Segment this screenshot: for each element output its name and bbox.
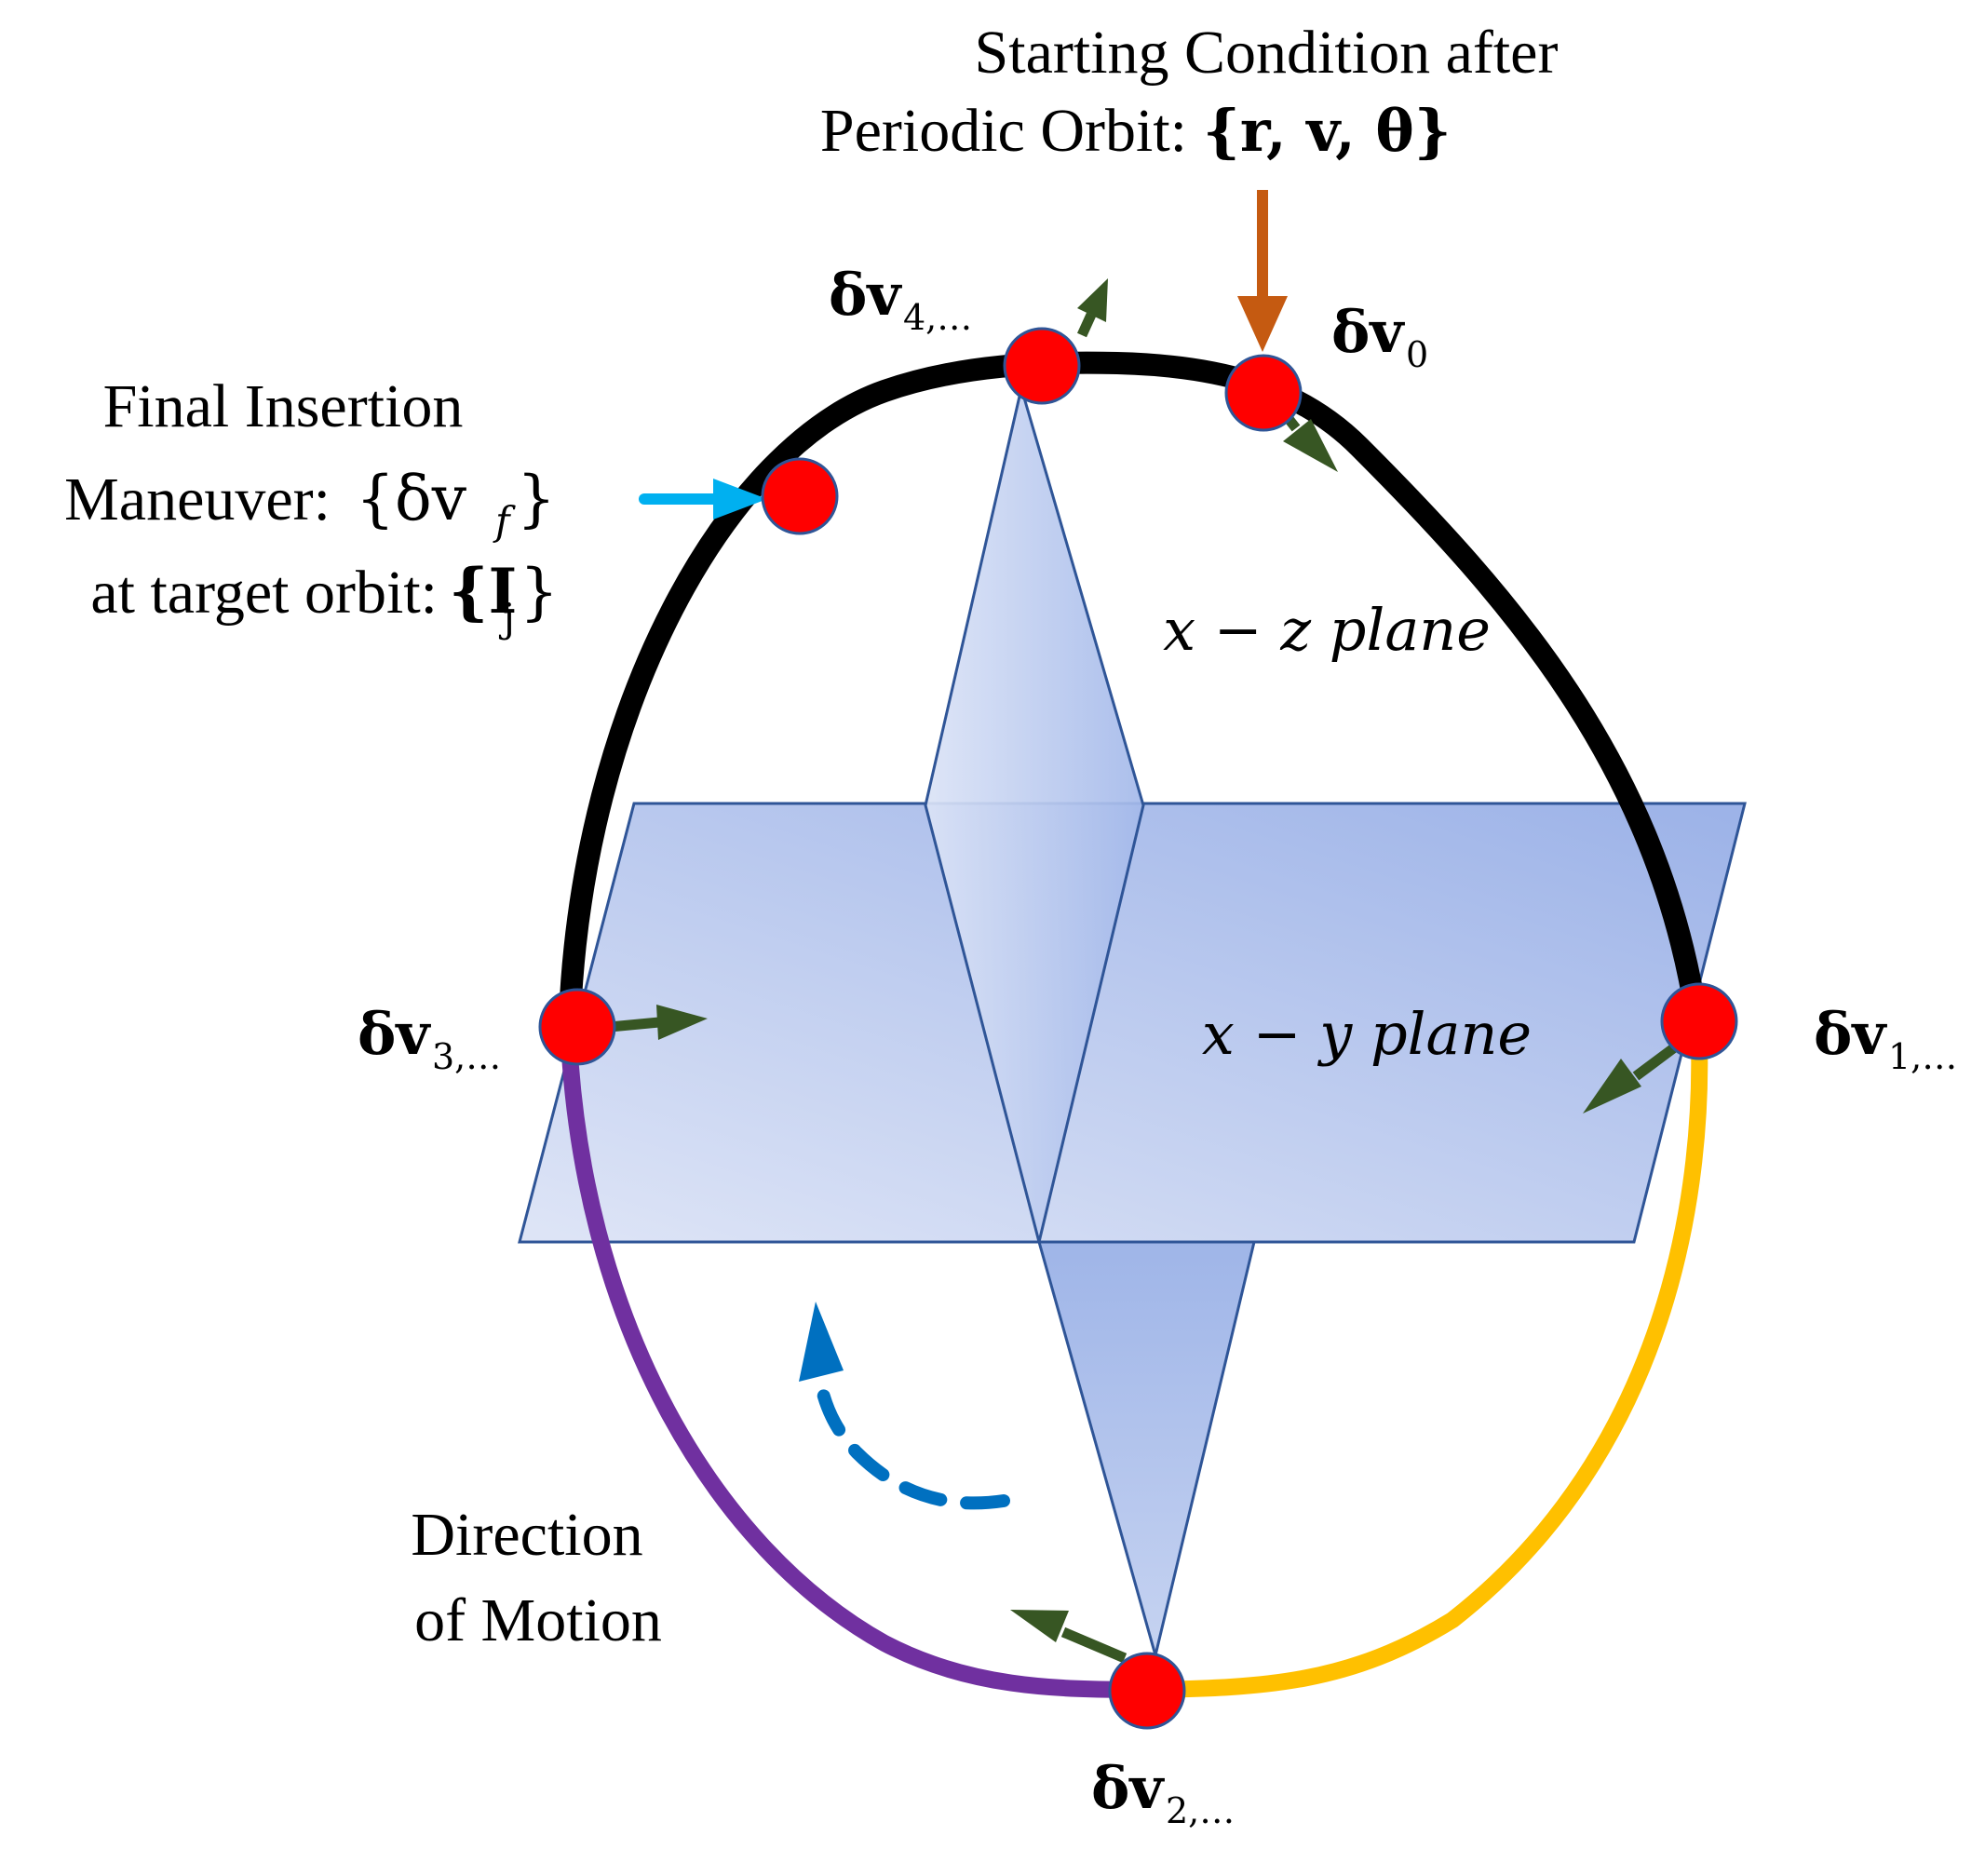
target-orbit-set: {I j } [449,555,559,641]
dv3-label: δv 3,… [358,1000,501,1077]
dv2-sub: 2,… [1166,1790,1235,1831]
dv3-arrow [609,1005,708,1040]
maneuver-node-dv0 [1224,354,1303,432]
xy-plane-label: x − y plane [1202,1000,1532,1068]
maneuver-node-dv4 [1003,327,1081,405]
xy-plane [518,802,1747,1244]
xz-plane-lower [1037,1240,1256,1661]
dv0-label: δv 0 [1331,298,1428,375]
dv0-main: δv [1331,298,1405,366]
orbit-lower-right-segment [1139,1008,1708,1698]
final-insertion-line1: Final Insertion [103,372,464,440]
direction-label-line1: Direction [411,1501,642,1569]
maneuver-node-dv2 [1108,1652,1186,1730]
motion-direction-arrow [799,1302,1010,1510]
maneuver-node-final-insertion [761,457,839,535]
final-insertion-line3: at target orbit: [90,559,438,627]
maneuver-node-dv3 [538,988,616,1066]
direction-label-line2: of Motion [414,1586,662,1654]
final-insertion-line2: Maneuver: [64,466,331,533]
start-condition-arrow [1237,190,1288,352]
starting-condition-set: {r, v, θ} [1203,97,1452,165]
final-insertion-close-brace: } [517,463,556,534]
target-orbit-close-brace: } [520,556,559,628]
target-orbit-sub: j [498,595,515,641]
dv4-arrow [1076,278,1108,338]
dv2-label: δv 2,… [1091,1754,1235,1831]
xz-plane-label: x − z plane [1163,596,1491,664]
maneuver-node-dv1 [1660,982,1738,1060]
orbit-lower-left-segment [560,1008,1154,1698]
dv4-main: δv [829,261,902,329]
dv1-label: δv 1,… [1814,1000,1957,1077]
dv4-label: δv 4,… [829,261,972,338]
dv0-sub: 0 [1406,334,1428,375]
dv3-main: δv [358,1000,431,1068]
target-orbit-I: {I [449,555,517,628]
dv2-arrow [1010,1610,1128,1664]
starting-condition-line1: Starting Condition after [975,19,1559,87]
starting-condition-line2: Periodic Orbit: [820,97,1187,165]
dv1-main: δv [1814,1000,1887,1068]
dv1-sub: 1,… [1888,1036,1957,1077]
final-insertion-dv-sub: f [493,498,516,544]
insertion-arrow [639,479,767,520]
final-insertion-dv-set: {δv f } [356,463,556,544]
dv4-sub: 4,… [903,297,972,338]
dv3-sub: 3,… [432,1036,501,1077]
final-insertion-dv: {δv [356,463,467,534]
orbit-upper-segment [559,351,1708,1028]
dv2-main: δv [1091,1754,1165,1822]
